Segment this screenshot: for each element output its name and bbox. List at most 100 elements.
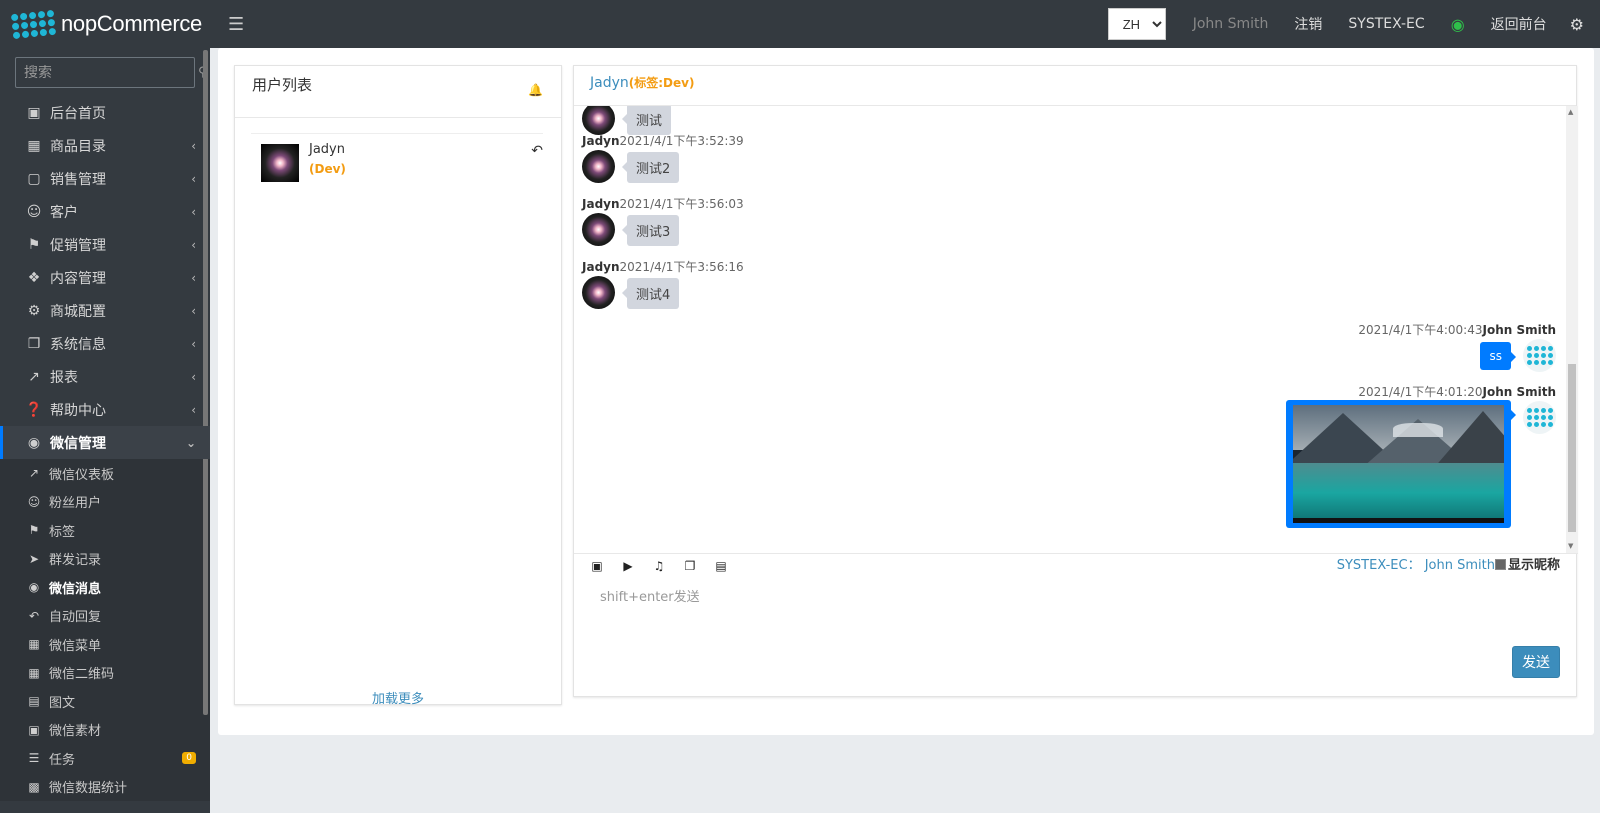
sidebar-item-configuration[interactable]: ⚙商城配置‹ <box>0 294 210 327</box>
message-meta: 2021/4/1下午4:00:43John Smith <box>1358 323 1556 337</box>
message-incoming: Jadyn2021/4/1下午3:56:16 测试4 <box>582 258 744 309</box>
paper-plane-icon: ➤ <box>28 551 40 566</box>
chevron-left-icon: ‹ <box>191 369 196 384</box>
message-incoming: Jadyn2021/4/1下午3:56:03 测试3 <box>582 195 744 246</box>
top-right-menu: ZH John Smith 注销 SYSTEX-EC ◉ 返回前台 ⚙ <box>1107 0 1600 48</box>
sidebar-search-input[interactable] <box>24 64 198 81</box>
sidebar-subitem-qrcode[interactable]: ▦微信二维码 <box>0 659 210 688</box>
wechat-icon[interactable]: ◉ <box>1450 14 1465 34</box>
wechat-submenu: ↗微信仪表板 ☺粉丝用户 ⚑标签 ➤群发记录 ◉微信消息 ↶自动回复 ▦微信菜单… <box>0 459 210 801</box>
chat-panel: Jadyn(标签:Dev) 测试 Jadyn2021/4/1下午3:52:39 … <box>573 65 1578 697</box>
news-icon[interactable]: ▤ <box>715 559 727 573</box>
user-list-title: 用户列表 <box>252 76 313 94</box>
user-list-item[interactable]: Jadyn (Dev) ↶ <box>251 133 543 182</box>
sidebar-subitem-tags[interactable]: ⚑标签 <box>0 516 210 545</box>
image-message-bubble[interactable] <box>1286 400 1516 528</box>
message-outgoing: 2021/4/1下午4:01:20John Smith <box>1156 383 1556 533</box>
sidebar-subitem-wechat-menu[interactable]: ▦微信菜单 <box>0 630 210 659</box>
bar-chart-icon: ▩ <box>28 779 40 794</box>
message-scrollbar[interactable]: ▲ ▼ <box>1566 106 1578 553</box>
sidebar-item-help[interactable]: ❓帮助中心‹ <box>25 401 196 419</box>
hamburger-icon[interactable]: ☰ <box>228 13 245 35</box>
sidebar-subitem-mass-records[interactable]: ➤群发记录 <box>0 545 210 574</box>
cart-icon: ▢ <box>27 170 41 187</box>
scrollbar-thumb[interactable] <box>1568 364 1576 532</box>
brand-logo[interactable]: nopCommerce <box>0 0 210 48</box>
message-list[interactable]: 测试 Jadyn2021/4/1下午3:52:39 测试2 Jadyn2021/… <box>574 106 1578 554</box>
chat-header: Jadyn(标签:Dev) <box>574 66 1576 106</box>
store-avatar-icon <box>1523 401 1556 434</box>
bell-icon[interactable]: 🔔 <box>528 83 543 97</box>
send-button[interactable]: 发送 <box>1512 646 1560 678</box>
sidebar-subitem-wechat-dashboard[interactable]: ↗微信仪表板 <box>0 459 210 488</box>
sidebar-subitem-materials[interactable]: ▣微信素材 <box>0 716 210 745</box>
sidebar-item-wechat[interactable]: ◉微信管理⌄ <box>0 426 210 459</box>
current-user: John Smith <box>1192 16 1269 32</box>
user-name: Jadyn <box>309 142 345 157</box>
message-bubble: 测试2 <box>621 152 680 183</box>
task-count-badge: 0 <box>182 752 196 765</box>
images-icon[interactable]: ❐ <box>684 559 696 573</box>
chevron-left-icon: ‹ <box>191 336 196 351</box>
sidebar-subitem-data-stats[interactable]: ▩微信数据统计 <box>0 773 210 802</box>
gears-icon[interactable]: ⚙ <box>1569 14 1584 34</box>
nopcommerce-logo-icon <box>10 9 57 39</box>
chevron-left-icon: ‹ <box>191 204 196 219</box>
message-bubble: 测试3 <box>621 215 680 246</box>
th-icon: ▦ <box>28 637 40 652</box>
qrcode-icon: ▦ <box>28 665 40 680</box>
language-select[interactable]: ZH <box>1107 8 1166 40</box>
sidebar-subitem-followers[interactable]: ☺粉丝用户 <box>0 488 210 517</box>
sidebar-search: ⚲ <box>15 57 208 88</box>
chevron-left-icon: ‹ <box>191 402 196 417</box>
music-icon[interactable]: ♫ <box>653 559 665 573</box>
reply-icon: ↶ <box>28 608 40 623</box>
list-icon: ☰ <box>28 751 40 766</box>
message-meta: Jadyn2021/4/1下午3:52:39 <box>582 134 744 148</box>
message-meta: Jadyn2021/4/1下午3:56:03 <box>582 197 744 211</box>
user-avatar <box>261 144 299 182</box>
store-avatar-icon <box>1523 339 1556 372</box>
sidebar-item-reports[interactable]: ↗报表‹ <box>0 360 210 393</box>
sidebar-item-content[interactable]: ❖内容管理‹ <box>0 261 210 294</box>
message-bubble: 测试4 <box>621 278 680 309</box>
sidebar-item-promotions[interactable]: ⚑促销管理‹ <box>0 228 210 261</box>
show-nickname-label: 显示昵称 <box>1507 558 1560 573</box>
line-chart-icon: ↗ <box>28 368 40 385</box>
message-bubble: ss <box>1480 342 1516 370</box>
chat-user-tag: (标签:Dev) <box>628 76 695 90</box>
image-icon[interactable]: ▣ <box>591 559 603 573</box>
sidebar-subitem-news[interactable]: ▤图文 <box>0 687 210 716</box>
sidebar-subitem-wechat-messages[interactable]: ◉微信消息 <box>0 573 210 602</box>
show-nickname-checkbox[interactable] <box>1494 559 1506 570</box>
user-list-header: 用户列表 🔔 <box>235 66 561 118</box>
sidebar-item-sales[interactable]: ▢销售管理‹ <box>0 162 210 195</box>
reply-icon[interactable]: ↶ <box>531 143 543 159</box>
question-circle-icon: ❓ <box>25 401 43 418</box>
search-icon[interactable]: ⚲ <box>198 65 208 80</box>
return-frontend-link[interactable]: 返回前台 <box>1490 17 1547 33</box>
area-chart-icon: ↗ <box>28 466 40 481</box>
store-name-link[interactable]: SYSTEX-EC <box>1348 16 1425 32</box>
wechat-icon: ◉ <box>28 580 40 595</box>
load-more-link[interactable]: 加载更多 <box>371 692 424 707</box>
top-navbar: nopCommerce ☰ ZH John Smith 注销 SYSTEX-EC… <box>0 0 1600 48</box>
scroll-down-icon[interactable]: ▼ <box>1568 542 1574 550</box>
cubes-icon: ❖ <box>27 269 41 286</box>
wechat-icon: ◉ <box>27 434 41 451</box>
sidebar-item-dashboard[interactable]: ▣后台首页 <box>0 96 210 129</box>
video-icon[interactable]: ▶ <box>623 559 633 573</box>
message-compose-input[interactable] <box>590 580 1530 630</box>
compose-toolbar: ▣ ▶ ♫ ❐ ▤ <box>590 559 728 573</box>
logout-link[interactable]: 注销 <box>1294 17 1323 33</box>
sidebar-item-system[interactable]: ❐系统信息‹ <box>0 327 210 360</box>
message-avatar <box>582 106 615 135</box>
sidebar-subitem-auto-reply[interactable]: ↶自动回复 <box>0 602 210 631</box>
sidebar-scrollbar[interactable] <box>203 50 208 715</box>
scroll-up-icon[interactable]: ▲ <box>1568 108 1574 116</box>
sidebar-item-catalog[interactable]: ▦商品目录‹ <box>0 129 210 162</box>
chevron-left-icon: ‹ <box>191 270 196 285</box>
sidebar-item-customers[interactable]: ☺客户‹ <box>26 203 196 221</box>
message-avatar <box>582 213 615 246</box>
